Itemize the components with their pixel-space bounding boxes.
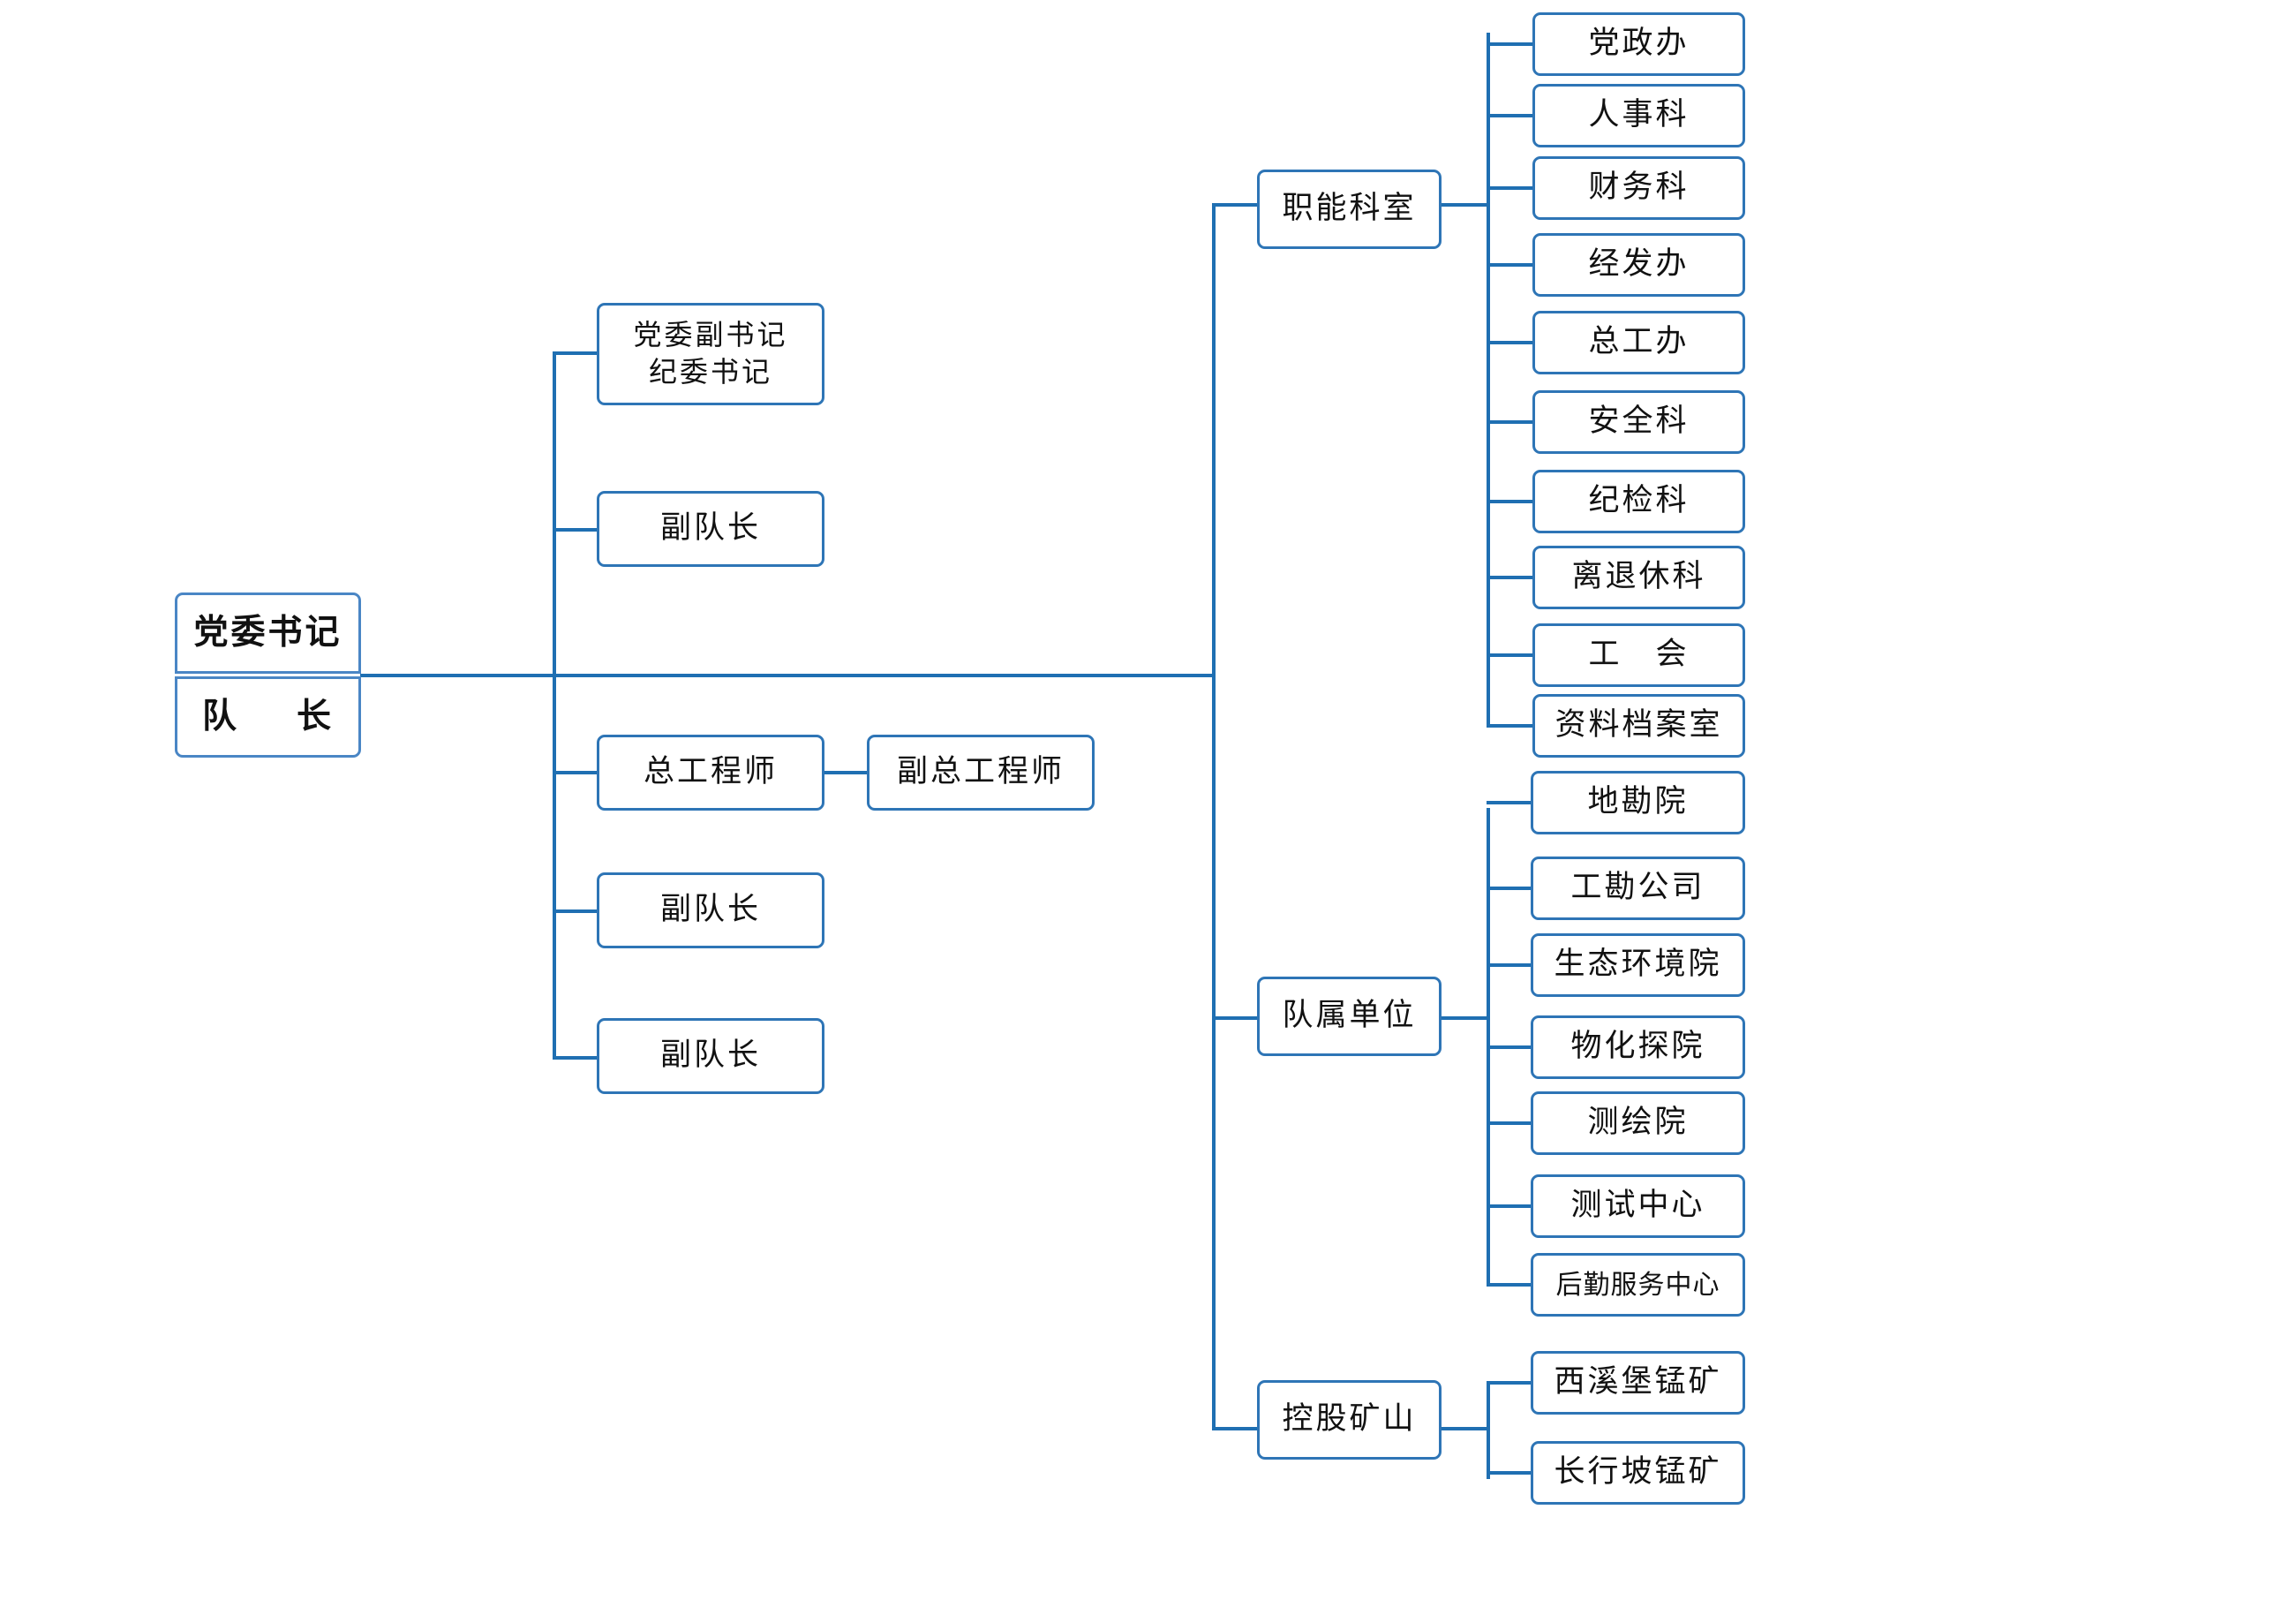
- units-item-label: 工勘公司: [1570, 870, 1705, 906]
- functional-item-label: 财务科: [1588, 170, 1690, 206]
- vice-captain-2-box: 副队长: [597, 872, 824, 948]
- functional-item-box: 经发办: [1532, 233, 1745, 297]
- root-party-secretary-label: 党委书记: [193, 612, 343, 653]
- functional-item-connector: [1487, 186, 1532, 190]
- group-units-label: 队属单位: [1282, 998, 1417, 1034]
- functional-item-box: 财务科: [1532, 156, 1745, 220]
- leadership-trunk: [553, 351, 556, 1060]
- group-functional-label: 职能科室: [1282, 191, 1417, 227]
- units-item-label: 地勘院: [1587, 784, 1689, 820]
- deputy-chief-engineer-label: 副总工程师: [896, 754, 1065, 790]
- units-item-box: 生态环境院: [1531, 933, 1745, 997]
- functional-item-box: 离退休科: [1532, 546, 1745, 609]
- leadership-branch-5: [553, 1056, 597, 1060]
- mines-stub: [1441, 1427, 1489, 1430]
- units-item-connector: [1487, 887, 1531, 890]
- leadership-branch-2: [553, 528, 597, 532]
- chief-to-deputy-connector: [824, 771, 868, 774]
- units-item-box: 测试中心: [1531, 1174, 1745, 1238]
- functional-item-label: 党政办: [1588, 26, 1690, 62]
- functional-item-label: 纪检科: [1588, 483, 1690, 519]
- chief-engineer-box: 总工程师: [597, 735, 824, 811]
- units-item-box: 后勤服务中心: [1531, 1253, 1745, 1317]
- units-item-label: 生态环境院: [1554, 947, 1722, 983]
- functional-trunk: [1487, 33, 1490, 726]
- functional-item-box: 资料档案室: [1532, 694, 1745, 758]
- group-mines-box: 控股矿山: [1257, 1380, 1442, 1460]
- functional-item-label: 资料档案室: [1555, 707, 1723, 743]
- units-item-label: 物化探院: [1570, 1029, 1705, 1065]
- units-item-connector: [1487, 1283, 1531, 1287]
- units-item-connector: [1487, 1121, 1531, 1125]
- leadership-branch-1: [553, 351, 597, 355]
- group-branch-units: [1212, 1016, 1258, 1020]
- mines-item-label: 长行坡锰矿: [1554, 1454, 1722, 1491]
- group-mines-label: 控股矿山: [1282, 1401, 1417, 1438]
- deputy-secretary-box: 党委副书记 纪委书记: [597, 303, 824, 405]
- group-units-box: 队属单位: [1257, 977, 1442, 1056]
- units-item-box: 工勘公司: [1531, 857, 1745, 920]
- units-stub: [1441, 1016, 1489, 1020]
- functional-item-box: 安全科: [1532, 390, 1745, 454]
- group-branch-functional: [1212, 203, 1258, 207]
- functional-item-box: 人事科: [1532, 84, 1745, 147]
- root-captain-label-left: 队: [202, 696, 240, 736]
- leadership-branch-4: [553, 909, 597, 913]
- root-captain-label-right: 长: [296, 696, 334, 736]
- vice-captain-3-label: 副队长: [659, 1038, 761, 1074]
- units-item-box: 地勘院: [1531, 771, 1745, 834]
- group-functional-box: 职能科室: [1257, 170, 1442, 249]
- deputy-secretary-line2: 纪委书记: [648, 355, 772, 389]
- functional-item-connector: [1487, 724, 1532, 728]
- vice-captain-1-label: 副队长: [659, 510, 761, 547]
- vice-captain-3-box: 副队长: [597, 1018, 824, 1094]
- units-item-label: 测绘院: [1587, 1105, 1689, 1141]
- functional-item-box: 工 会: [1532, 623, 1745, 687]
- functional-item-connector: [1487, 114, 1532, 117]
- functional-item-connector: [1487, 263, 1532, 267]
- functional-item-connector: [1487, 341, 1532, 344]
- functional-item-label: 工 会: [1588, 637, 1690, 673]
- units-item-box: 测绘院: [1531, 1091, 1745, 1155]
- mines-item-label: 西溪堡锰矿: [1554, 1364, 1722, 1400]
- mines-item-box: 西溪堡锰矿: [1531, 1351, 1745, 1415]
- functional-item-label: 总工办: [1588, 324, 1690, 360]
- functional-item-connector: [1487, 576, 1532, 579]
- units-item-connector: [1487, 801, 1531, 804]
- mines-item-box: 长行坡锰矿: [1531, 1441, 1745, 1505]
- root-main-connector: [360, 674, 1215, 677]
- units-item-box: 物化探院: [1531, 1015, 1745, 1079]
- mines-item-connector: [1487, 1471, 1531, 1475]
- deputy-chief-engineer-box: 副总工程师: [867, 735, 1095, 811]
- functional-stub: [1441, 203, 1489, 207]
- functional-item-connector: [1487, 500, 1532, 503]
- vice-captain-1-box: 副队长: [597, 491, 824, 567]
- functional-item-connector: [1487, 653, 1532, 657]
- vice-captain-2-label: 副队长: [659, 892, 761, 928]
- units-item-connector: [1487, 1045, 1531, 1049]
- root-party-secretary-box: 党委书记: [175, 592, 361, 674]
- functional-item-box: 党政办: [1532, 12, 1745, 76]
- root-captain-box: 队 长: [175, 676, 361, 758]
- deputy-secretary-line1: 党委副书记: [633, 318, 788, 352]
- functional-item-box: 总工办: [1532, 311, 1745, 374]
- functional-item-label: 安全科: [1588, 404, 1690, 440]
- mines-item-connector: [1487, 1381, 1531, 1385]
- units-item-label: 测试中心: [1570, 1188, 1705, 1224]
- units-item-label: 后勤服务中心: [1555, 1269, 1720, 1301]
- group-branch-mines: [1212, 1427, 1258, 1430]
- mines-trunk: [1487, 1383, 1490, 1479]
- functional-item-box: 纪检科: [1532, 470, 1745, 533]
- units-item-connector: [1487, 1204, 1531, 1208]
- functional-item-label: 人事科: [1588, 97, 1690, 133]
- group-trunk: [1212, 203, 1216, 1430]
- chief-engineer-label: 总工程师: [643, 754, 778, 790]
- units-item-connector: [1487, 963, 1531, 967]
- functional-item-connector: [1487, 420, 1532, 424]
- leadership-branch-3: [553, 771, 597, 774]
- functional-item-connector: [1487, 42, 1532, 46]
- functional-item-label: 经发办: [1588, 246, 1690, 283]
- functional-item-label: 离退休科: [1571, 559, 1706, 595]
